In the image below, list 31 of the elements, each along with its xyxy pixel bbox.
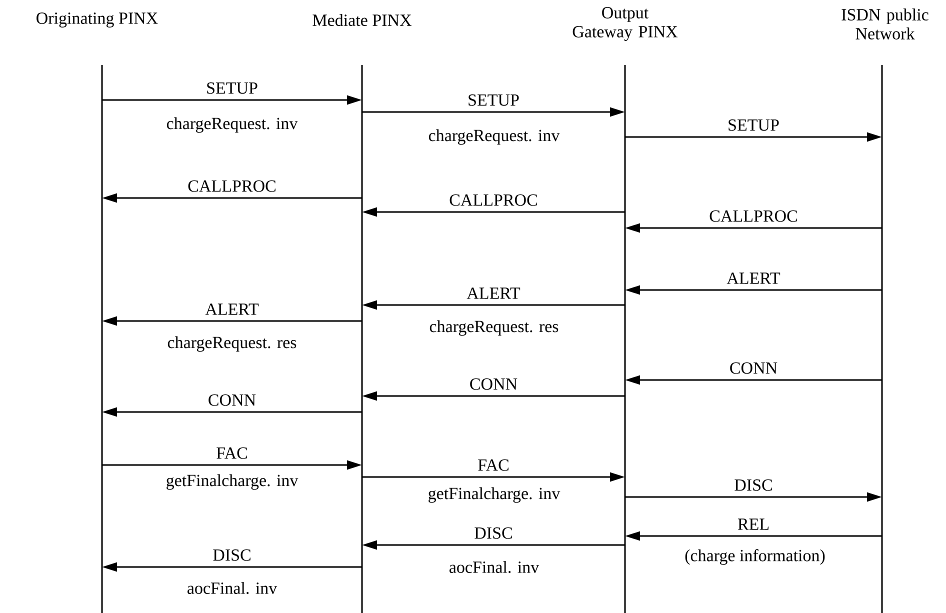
parameter-label: (charge information) [685, 549, 825, 565]
parameter-label: aocFinal. inv [188, 582, 278, 594]
message-label: SETUP [726, 118, 780, 132]
message-label: FAC [215, 446, 249, 460]
message-label: ALERT [726, 272, 782, 285]
lifeline: Output Gateway PINX [572, 7, 678, 613]
parameter-label: chargeRequest. inv [166, 117, 298, 133]
lifeline: ISDN public Network [842, 8, 928, 613]
message-label: CALLPROC [448, 193, 539, 207]
message-label: CONN [468, 377, 519, 391]
message-label: FAC [476, 458, 510, 472]
parameter-label: aocFinal. inv [450, 560, 540, 573]
message-label: CALLPROC [708, 209, 799, 223]
parameter-label: getFinalcharge. inv [428, 487, 560, 503]
message-label: ALERT [466, 286, 522, 300]
parameter-label: getFinalcharge. inv [166, 474, 298, 490]
parameter-label: chargeRequest. inv [428, 129, 560, 145]
parameter-label: chargeRequest. res [168, 336, 296, 352]
message-label: DISC [473, 526, 514, 540]
message-label: SETUP [466, 93, 520, 107]
lifeline: Originating PINX [36, 12, 158, 613]
parameter-label: chargeRequest. res [430, 320, 558, 336]
message-label: CONN [728, 361, 779, 375]
message-label: DISC [212, 548, 252, 562]
message-label: CONN [206, 393, 258, 407]
message-label: SETUP [205, 81, 259, 95]
message-label: REL [736, 518, 771, 531]
message-label: CALLPROC [186, 179, 278, 193]
message-label: ALERT [204, 302, 260, 316]
message-label: DISC [733, 478, 774, 492]
lifeline: Mediate PINX [312, 14, 412, 613]
